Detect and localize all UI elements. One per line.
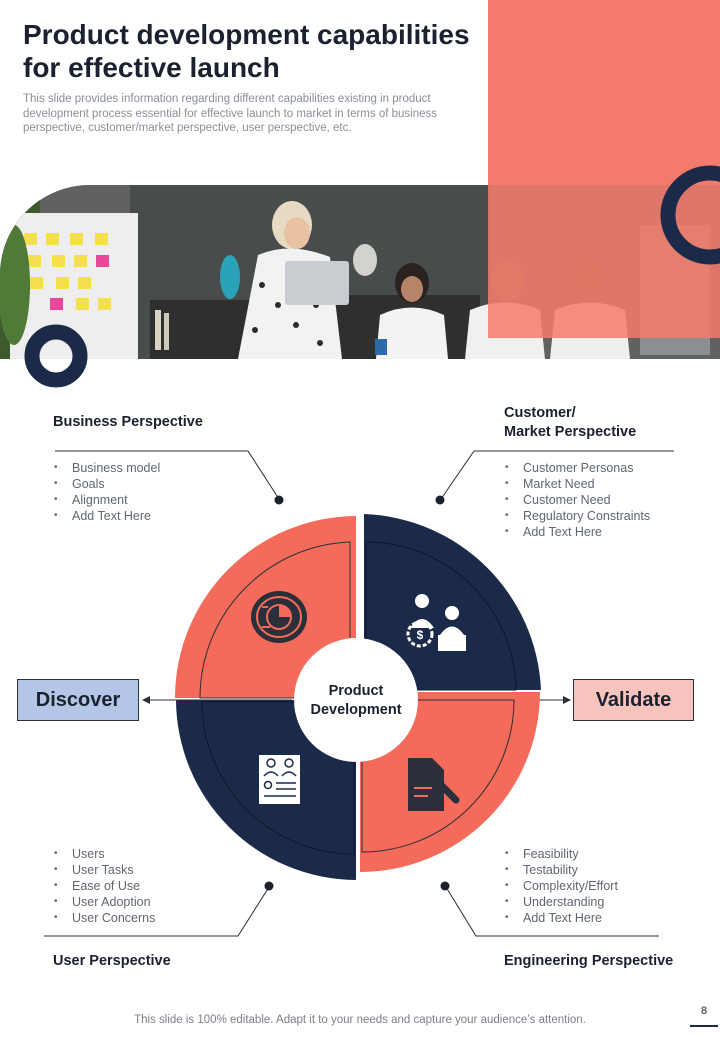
list-item: Complexity/Effort [504, 878, 714, 894]
customer-title-line-1: Customer/ [504, 405, 576, 421]
customer-title-line-2: Market Perspective [504, 424, 637, 440]
engineering-perspective: Engineering Perspective [504, 952, 714, 971]
engineering-connector [445, 886, 659, 937]
list-item: Add Text Here [504, 524, 714, 540]
customer-connector [440, 450, 674, 500]
validate-box: Validate [573, 679, 694, 721]
center-label-line-1: Product [329, 683, 384, 699]
business-connector [55, 450, 280, 500]
list-item: Ease of Use [53, 878, 253, 894]
list-item: Add Text Here [53, 508, 253, 524]
discover-arrowhead [142, 696, 150, 704]
discover-box: Discover [17, 679, 139, 721]
center-label-line-2: Development [310, 702, 401, 718]
list-item: Feasibility [504, 846, 714, 862]
list-item: User Adoption [53, 894, 253, 910]
user-perspective: User Perspective [53, 952, 293, 971]
customer-perspective-list: Customer Personas Market Need Customer N… [504, 460, 714, 540]
team-finance-icon: $ [406, 594, 466, 651]
team-photo [0, 185, 720, 359]
customer-connector-dot [435, 495, 445, 505]
engineering-connector-dot [440, 881, 450, 891]
customer-perspective: Customer/ Market Perspective [504, 404, 704, 442]
page-subtitle: This slide provides information regardin… [23, 93, 437, 134]
engineering-document-icon [408, 758, 460, 811]
business-perspective-title: Business Perspective [53, 414, 203, 430]
user-connector-dot [264, 881, 274, 891]
svg-text:$: $ [417, 628, 424, 642]
list-item: User Tasks [53, 862, 253, 878]
product-development-wheel: Product Development $ [174, 514, 541, 880]
page-number: 8 [700, 1005, 708, 1017]
list-item: Customer Personas [504, 460, 714, 476]
business-perspective: Business Perspective [53, 413, 293, 432]
eye-chart-icon [251, 591, 307, 643]
list-item: Understanding [504, 894, 714, 910]
page-number-underline [690, 1025, 718, 1027]
list-item: Alignment [53, 492, 253, 508]
business-connector-dot [274, 495, 284, 505]
list-item: Regulatory Constraints [504, 508, 714, 524]
ring-decoration-top-right [660, 165, 720, 265]
list-item: User Concerns [53, 910, 253, 926]
customer-perspective-title: Customer/ Market Perspective [504, 404, 704, 442]
wheel-segment-customer [364, 514, 541, 690]
list-item: Business model [53, 460, 253, 476]
business-perspective-list: Business model Goals Alignment Add Text … [53, 460, 253, 524]
engineering-perspective-list: Feasibility Testability Complexity/Effor… [504, 846, 714, 926]
user-profile-document-icon [259, 755, 300, 804]
footer-note: This slide is 100% editable. Adapt it to… [134, 1014, 586, 1026]
list-item: Goals [53, 476, 253, 492]
team-photo-illustration [0, 185, 720, 359]
validate-arrowhead [563, 696, 571, 704]
list-item: Testability [504, 862, 714, 878]
list-item: Customer Need [504, 492, 714, 508]
user-connector [44, 886, 270, 937]
page-title: Product development capabilities for eff… [23, 19, 470, 83]
engineering-perspective-title: Engineering Perspective [504, 953, 674, 969]
user-perspective-title: User Perspective [53, 953, 171, 969]
list-item: Market Need [504, 476, 714, 492]
ring-decoration-left [24, 324, 88, 388]
list-item: Add Text Here [504, 910, 714, 926]
user-perspective-list: Users User Tasks Ease of Use User Adopti… [53, 846, 253, 926]
wheel-center [294, 638, 418, 762]
list-item: Users [53, 846, 253, 862]
